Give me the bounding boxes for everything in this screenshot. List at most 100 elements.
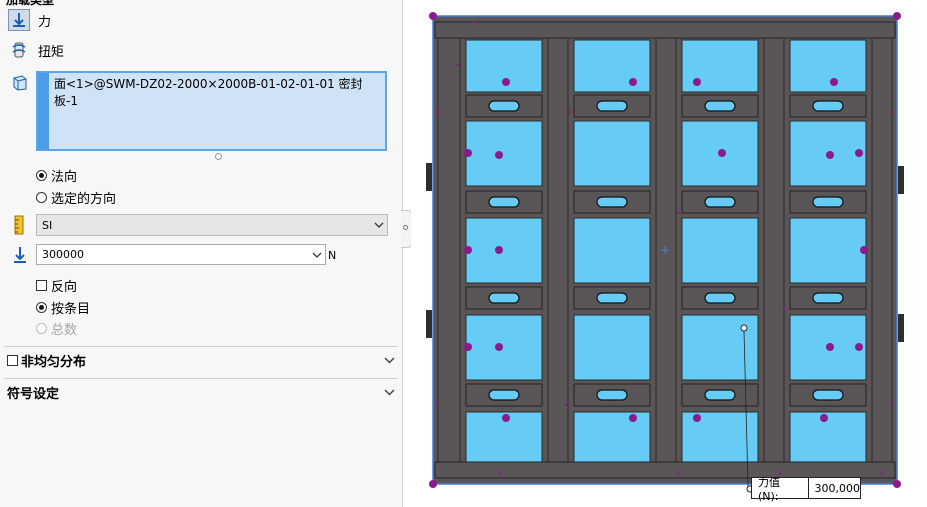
graphics-viewport[interactable] (411, 0, 927, 507)
crossbar-slot (488, 292, 520, 304)
side-bracket (898, 314, 904, 342)
bolt-marker (826, 151, 834, 159)
torque-icon[interactable] (8, 39, 30, 61)
force-arrow-icon[interactable] (8, 9, 30, 31)
total-label: 总数 (51, 323, 78, 338)
force-value[interactable]: 300000 (42, 248, 84, 261)
grid-tick (782, 306, 786, 310)
crossbar-slot (596, 196, 628, 208)
sealing-panel (789, 411, 867, 463)
bolt-marker (693, 78, 701, 86)
origin-icon (661, 246, 669, 254)
crossbar-slot (596, 100, 628, 112)
crossbar-slot (812, 292, 844, 304)
corner-marker (893, 12, 901, 20)
crossbar-slot (488, 389, 520, 401)
callout-value: 300,000 (814, 481, 861, 495)
force-unit-label: N (328, 249, 337, 262)
bolt-marker (502, 414, 510, 422)
side-bracket (426, 310, 432, 338)
direction-normal-label: 法向 (51, 170, 78, 185)
symbol-settings-label: 符号设定 (7, 386, 60, 402)
selected-face-item[interactable]: 面<1>@SWM-DZ02-2000×2000B-01-02-01-01 密封板… (54, 77, 363, 108)
callout-label: 力值 (N): (752, 476, 809, 503)
per-item-option[interactable]: 按条目 (36, 298, 90, 317)
bolt-marker (855, 343, 863, 351)
sealing-panel (789, 217, 867, 284)
bolt-marker (855, 149, 863, 157)
torque-type-option[interactable]: 扭矩 (8, 39, 64, 61)
bolt-marker (495, 343, 503, 351)
bolt-marker (629, 414, 637, 422)
face-selection-icon-wrap (10, 74, 28, 95)
bolt-marker (820, 414, 828, 422)
bolt-marker (718, 149, 726, 157)
callout-anchor (740, 324, 748, 332)
nonuniform-distribution-section[interactable]: 非均匀分布 (4, 346, 397, 373)
sealing-panel (465, 411, 543, 463)
nonuniform-checkbox[interactable] (7, 354, 18, 366)
bolt-marker (860, 246, 868, 254)
side-bracket (426, 163, 432, 191)
sealing-panel (681, 314, 759, 381)
side-bracket (898, 166, 904, 194)
per-item-radio[interactable] (36, 302, 47, 313)
sealing-panel (573, 411, 651, 463)
sealing-panel (465, 39, 543, 93)
direction-selected-radio[interactable] (36, 192, 47, 203)
total-option: 总数 (36, 319, 77, 338)
sealing-panel (681, 39, 759, 93)
sealing-panel (465, 217, 543, 284)
nonuniform-label: 非均匀分布 (21, 354, 87, 370)
sealing-panel (789, 39, 867, 93)
bolt-marker (495, 246, 503, 254)
bolt-marker (464, 149, 472, 157)
expand-chevron-icon[interactable] (381, 388, 397, 396)
crossbar-slot (596, 389, 628, 401)
group-header-load-type: 加载类型 (6, 0, 55, 7)
force-value-arrow-icon (12, 246, 28, 267)
force-value-callout: 力值 (N): 300,000 (751, 476, 861, 503)
reverse-direction-option[interactable]: 反向 (36, 276, 77, 295)
direction-normal-radio[interactable] (36, 170, 47, 181)
grid-tick (891, 403, 895, 407)
reverse-label: 反向 (51, 280, 78, 295)
grid-tick (778, 472, 782, 476)
corner-marker (429, 12, 437, 20)
sealing-panel (789, 314, 867, 381)
force-type-option[interactable]: 力 (8, 9, 51, 31)
top-rail (434, 21, 896, 39)
chevron-down-icon (371, 222, 387, 228)
face-selection-outline (432, 15, 898, 485)
grid-tick (564, 403, 568, 407)
crossbar-slot (488, 196, 520, 208)
list-resize-grip[interactable] (215, 153, 222, 160)
crossbar-slot (488, 100, 520, 112)
direction-selected-option[interactable]: 选定的方向 (36, 188, 116, 207)
bolt-marker (629, 78, 637, 86)
crossbar-slot (596, 292, 628, 304)
crossbar-slot (812, 100, 844, 112)
chevron-down-icon[interactable] (309, 252, 325, 258)
units-select-value: SI (42, 218, 53, 232)
units-select[interactable]: SI (36, 214, 388, 236)
grid-tick (676, 472, 680, 476)
units-ruler-icon (12, 215, 26, 238)
crossbar-slot (812, 196, 844, 208)
grid-tick (456, 63, 460, 67)
reverse-checkbox[interactable] (36, 280, 47, 291)
direction-normal-option[interactable]: 法向 (36, 166, 77, 185)
crossbar-slot (812, 389, 844, 401)
force-value-combo[interactable]: 300000 (36, 244, 326, 265)
torque-type-label: 扭矩 (38, 44, 65, 60)
symbol-settings-section[interactable]: 符号设定 (4, 378, 397, 405)
expand-chevron-icon[interactable] (381, 356, 397, 364)
grid-tick (435, 403, 439, 407)
face-selection-list[interactable]: 面<1>@SWM-DZ02-2000×2000B-01-02-01-01 密封板… (36, 71, 387, 151)
crossbar-slot (704, 292, 736, 304)
sealing-panel (465, 314, 543, 381)
cad-model-drawing[interactable] (411, 0, 927, 507)
grid-tick (498, 472, 502, 476)
grid-tick (891, 110, 895, 114)
grid-tick (435, 110, 439, 114)
